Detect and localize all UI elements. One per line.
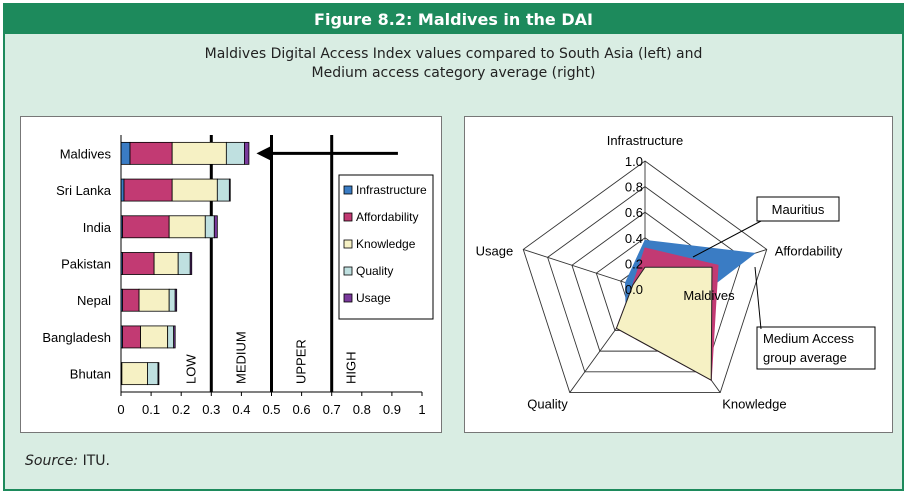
radar-tick-label: 0.0 [625, 282, 643, 297]
legend-swatch [343, 266, 353, 276]
category-label: Pakistan [61, 257, 111, 272]
bar-segment [167, 325, 175, 349]
radar-tick-label: 0.2 [625, 256, 643, 271]
radar-tick-label: 0.8 [625, 180, 643, 195]
bar-segment [121, 362, 148, 386]
bar-segment [122, 288, 140, 312]
arrow-head [256, 145, 273, 162]
threshold-label-high: HIGH [344, 352, 359, 385]
source-label: Source: [25, 453, 79, 469]
annotation-maldives: Maldives [683, 288, 735, 303]
bar-segment [157, 362, 160, 386]
legend-label: Affordability [356, 210, 418, 224]
bar-segment [120, 141, 131, 165]
radar-tick-label: 0.4 [625, 231, 643, 246]
legend-swatch [343, 212, 353, 222]
category-label: Nepal [77, 293, 111, 308]
bar-segment [122, 325, 141, 349]
bar-segment [228, 178, 231, 202]
category-label: Bhutan [70, 367, 111, 382]
source-value: ITU. [82, 453, 110, 469]
bar-segment [168, 215, 206, 239]
threshold-label-medium: MEDIUM [234, 331, 249, 384]
category-label: Maldives [60, 146, 112, 161]
bar-segment [123, 178, 173, 202]
bar-segment [140, 325, 169, 349]
legend-label: Quality [356, 264, 393, 278]
bar-segment [153, 252, 179, 275]
annotation-box-mauritius [756, 196, 840, 222]
threshold-label-upper: UPPER [294, 339, 309, 384]
radar-axis-label: Usage [476, 243, 514, 258]
x-tick-label: 0.2 [172, 402, 190, 417]
x-tick-label: 0.3 [202, 402, 220, 417]
figure-title: Figure 8.2: Maldives in the DAI [5, 5, 902, 34]
annotation-medium-line1: Medium Access [763, 331, 855, 346]
bar-segment [173, 325, 176, 349]
radar-spoke [523, 249, 646, 290]
legend-label: Usage [356, 291, 391, 305]
bar-segment [129, 141, 173, 165]
bar-segment [168, 288, 176, 312]
annotation-medium-line2: group average [763, 350, 847, 365]
legend-swatch [343, 239, 353, 249]
bar-segment [216, 178, 230, 202]
bar-segment [189, 252, 193, 275]
category-label: Sri Lanka [56, 183, 112, 198]
x-tick-label: 0 [117, 402, 124, 417]
x-tick-label: 0.9 [383, 402, 401, 417]
bar-segment [171, 178, 218, 202]
radar-grid-ring [547, 186, 743, 373]
radar-axis-label: Quality [527, 397, 568, 412]
legend-box [338, 174, 434, 320]
category-label: India [83, 220, 112, 235]
annotation-pointer [692, 220, 762, 258]
legend-label: Infrastructure [356, 183, 427, 197]
legend-label: Knowledge [356, 237, 416, 251]
legend-swatch [343, 185, 353, 195]
figure-subtitle: Maldives Digital Access Index values com… [5, 45, 902, 83]
x-tick-label: 0.7 [323, 402, 341, 417]
bar-segment [171, 141, 227, 165]
x-tick-label: 0.8 [353, 402, 371, 417]
x-tick-label: 0.6 [293, 402, 311, 417]
bar-segment [177, 252, 191, 275]
radar-axis-label: Knowledge [722, 397, 786, 412]
bar-segment [174, 288, 178, 312]
category-label: Bangladesh [42, 330, 111, 345]
bar-segment [225, 141, 245, 165]
legend-swatch [343, 293, 353, 303]
annotation-pointer [754, 266, 762, 330]
source-note: Source: ITU. [25, 453, 110, 469]
radar-axis-label: Affordability [775, 243, 843, 258]
bar-segment [204, 215, 215, 239]
subtitle-line-1: Maldives Digital Access Index values com… [204, 46, 703, 62]
x-tick-label: 0.5 [262, 402, 280, 417]
x-tick-label: 0.4 [232, 402, 250, 417]
bar-segment [213, 215, 218, 239]
annotation-box-medium [756, 326, 876, 370]
x-tick-label: 0.1 [142, 402, 160, 417]
radar-tick-label: 0.6 [625, 205, 643, 220]
x-tick-label: 1 [418, 402, 425, 417]
bar-segment [122, 252, 155, 275]
radar-grid-ring [522, 160, 768, 394]
figure-frame: Figure 8.2: Maldives in the DAI Maldives… [3, 3, 904, 491]
annotation-mauritius: Mauritius [772, 202, 825, 217]
bar-segment [147, 362, 159, 386]
radar-axis-label: Infrastructure [607, 133, 684, 148]
bar-segment [138, 288, 170, 312]
bar-segment [122, 215, 170, 239]
threshold-label-low: LOW [183, 354, 198, 384]
radar-tick-label: 1.0 [625, 154, 643, 169]
radar-chart: 0.0 0.2 0.4 0.6 0.8 1.0 InfrastructureAffordab… [476, 133, 876, 412]
radar-series-maldives [615, 266, 713, 381]
subtitle-line-2: Medium access category average (right) [311, 65, 596, 81]
bar-segment [244, 141, 250, 165]
